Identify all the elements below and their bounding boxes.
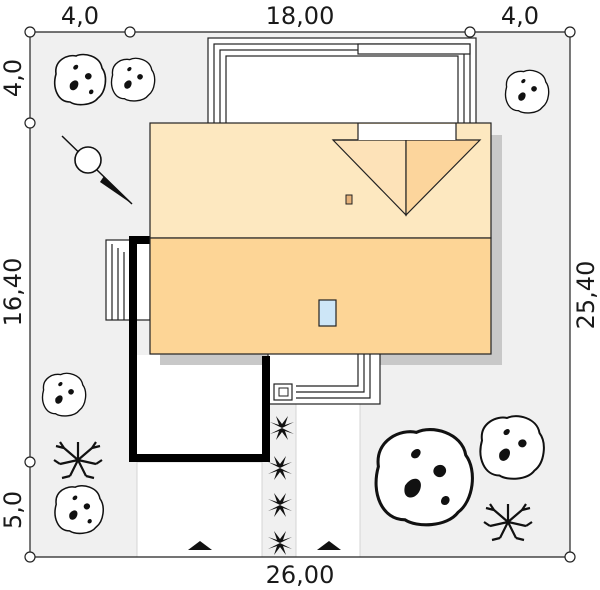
dim-top-center: 18,00 (266, 2, 335, 30)
entrance-steps (267, 351, 381, 405)
deciduous-tree-icon (479, 415, 545, 480)
patio (137, 355, 262, 455)
triangle-up-icon (188, 541, 212, 550)
roof (149, 122, 492, 355)
dim-left-top: 4,0 (0, 59, 27, 97)
dim-left-middle: 16,40 (0, 258, 27, 327)
bare-tree-icon (53, 441, 103, 480)
deciduous-tree-icon (374, 428, 474, 527)
dim-left-bottom: 5,0 (0, 491, 27, 529)
dim-top-left: 4,0 (61, 2, 99, 30)
deciduous-tree-icon (110, 57, 156, 102)
dimension-lines (24, 26, 576, 563)
deciduous-tree-icon (41, 372, 87, 417)
driveway (136, 461, 263, 558)
dim-bottom: 26,00 (266, 561, 335, 589)
garden-path (295, 403, 361, 558)
compass-icon (61, 135, 133, 205)
garden-wall (129, 236, 270, 462)
triangle-up-icon (317, 541, 341, 550)
bare-tree-icon (483, 503, 533, 542)
chimney (345, 194, 353, 205)
dim-right: 25,40 (572, 261, 600, 330)
terrace-left (105, 239, 151, 321)
dim-top-right: 4,0 (501, 2, 539, 30)
terrace-top (207, 37, 477, 125)
skylight (318, 299, 337, 327)
deciduous-tree-icon (54, 53, 107, 106)
deciduous-tree-icon (504, 69, 550, 114)
roof-back (149, 237, 492, 355)
deciduous-tree-icon (54, 485, 104, 535)
